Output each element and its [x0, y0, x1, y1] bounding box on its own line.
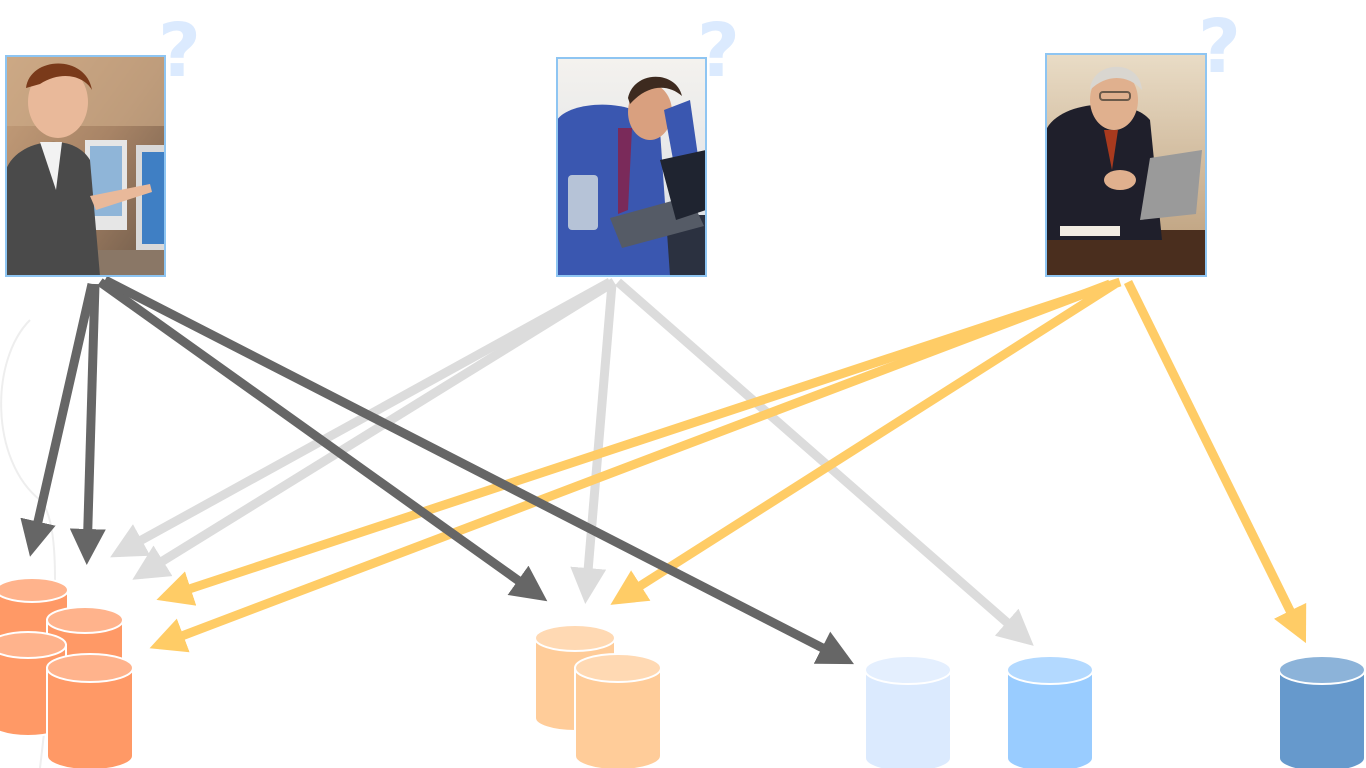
photo-frame-user-1	[5, 55, 166, 277]
arrows-user-3	[149, 277, 1307, 653]
executive-at-laptop-photo	[1046, 54, 1206, 276]
db-light-blue-cylinder	[1006, 655, 1094, 768]
db-steel-blue-cylinder	[1278, 655, 1366, 768]
arrow-user1-to-db-orange-a	[20, 283, 97, 557]
db-pale-blue-cylinder	[864, 655, 952, 768]
photo-frame-user-3	[1045, 53, 1207, 277]
db-orange-4-cylinder	[46, 653, 134, 768]
database-group	[0, 577, 1366, 768]
arrow-user1-to-db-orange-b	[69, 283, 106, 565]
arrow-user1-to-db-peach	[97, 278, 548, 602]
arrows-user-1	[20, 275, 855, 665]
arrow-user3-to-db-steel-blue	[1123, 280, 1307, 644]
arrow-user3-to-db-peach	[610, 280, 1118, 605]
photo-frame-user-2	[556, 57, 707, 277]
businesswoman-at-monitor-photo	[6, 56, 165, 276]
arrow-user3-to-db-orange-b	[149, 279, 1112, 653]
arrow-user3-to-db-orange-a	[156, 277, 1122, 606]
db-peach-2-cylinder	[574, 653, 662, 768]
stressed-man-at-laptop-photo	[557, 58, 706, 277]
arrow-user2-to-db-peach	[570, 283, 617, 604]
arrow-user2-to-db-light-blue	[615, 278, 1034, 646]
arrow-user2-to-db-orange-b	[132, 278, 617, 580]
arrow-user1-to-db-pale-blue	[102, 275, 855, 665]
arrows-user-2	[110, 278, 1034, 646]
